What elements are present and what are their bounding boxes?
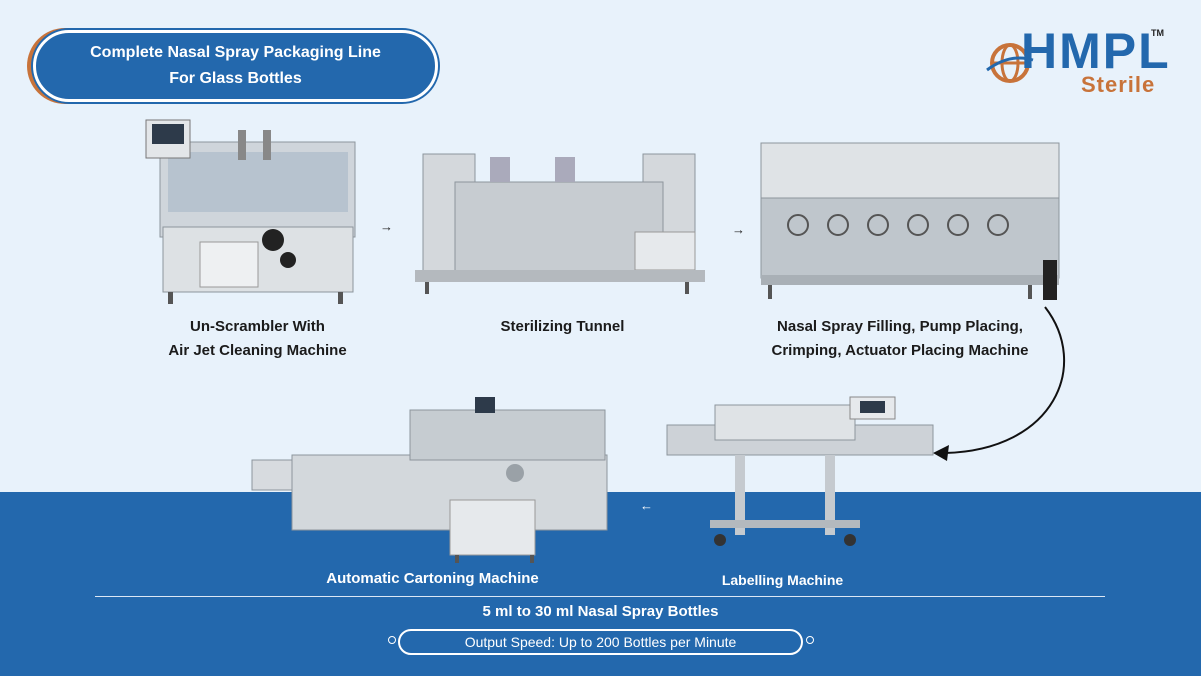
- unscrambler-label-line-2: Air Jet Cleaning Machine: [168, 342, 347, 359]
- tunnel-label: Sterilizing Tunnel: [470, 315, 655, 339]
- logo-brand-text: HMPL: [1021, 23, 1171, 79]
- unscrambler-machine-image: [145, 119, 356, 304]
- cartoning-label: Automatic Cartoning Machine: [300, 567, 565, 591]
- unscrambler-label: Un-Scrambler With Air Jet Cleaning Machi…: [150, 315, 365, 363]
- tunnel-label-line-1: Sterilizing Tunnel: [500, 318, 625, 335]
- cartoning-machine-image: [251, 397, 608, 563]
- speed-pill-left-dot: [388, 636, 396, 644]
- title-line-1: Complete Nasal Spray Packaging Line: [90, 44, 381, 61]
- speed-pill-right-dot: [806, 636, 814, 644]
- flow-curved-arrow: [933, 306, 1066, 461]
- filling-label-line-1: Nasal Spray Filling, Pump Placing,: [777, 318, 1023, 335]
- cartoning-label-line-1: Automatic Cartoning Machine: [326, 570, 539, 587]
- flow-arrow-3: ←: [640, 498, 653, 513]
- flow-arrow-2: →: [732, 222, 745, 237]
- footer-divider: [95, 596, 1105, 597]
- title-banner: Complete Nasal Spray Packaging Line For …: [33, 30, 438, 102]
- sterilizing-tunnel-image: [415, 153, 705, 294]
- output-speed-pill: Output Speed: Up to 200 Bottles per Minu…: [398, 629, 803, 655]
- logo-sub-text: Sterile: [1081, 72, 1156, 97]
- trademark-mark: TM: [1151, 28, 1164, 38]
- filling-label-line-2: Crimping, Actuator Placing Machine: [771, 342, 1029, 359]
- labelling-label-line-1: Labelling Machine: [721, 572, 844, 588]
- bottle-size-text: 5 ml to 30 ml Nasal Spray Bottles: [482, 603, 719, 620]
- filling-label: Nasal Spray Filling, Pump Placing, Crimp…: [745, 315, 1055, 363]
- flow-arrow-1: →: [380, 219, 393, 234]
- unscrambler-label-line-1: Un-Scrambler With: [190, 318, 325, 335]
- filling-machine-image: [760, 142, 1060, 300]
- labelling-machine-image: [666, 396, 934, 546]
- labelling-label: Labelling Machine: [690, 568, 875, 592]
- title-line-2: For Glass Bottles: [169, 70, 302, 87]
- brand-logo: HMPL Sterile TM: [985, 23, 1169, 108]
- globe-icon: [986, 43, 1034, 83]
